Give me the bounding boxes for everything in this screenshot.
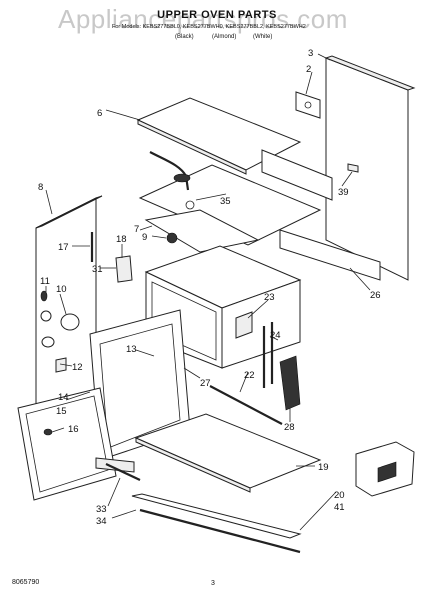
- callout-3: 3: [308, 48, 313, 59]
- callout-39: 39: [338, 187, 349, 198]
- callout-28: 28: [284, 422, 295, 433]
- part-lamp-socket: [60, 313, 80, 331]
- callout-22: 22: [244, 370, 255, 381]
- callout-41: 41: [334, 502, 345, 513]
- color-black: (Black): [175, 34, 194, 40]
- callout-6: 6: [97, 108, 102, 119]
- part-oven-cavity-side: [221, 279, 301, 369]
- part-hinge-assembly: [279, 355, 301, 411]
- model-list: For Models: KEBS277BBL0, KEBS277BWH0, KE…: [112, 24, 306, 30]
- callout-24: 24: [270, 330, 281, 341]
- callout-15: 15: [56, 406, 67, 417]
- callout-13: 13: [126, 344, 137, 355]
- door-panel-inner: [25, 395, 109, 493]
- part-bottom-edge: [135, 437, 251, 493]
- part-right-bracket-face: [377, 461, 397, 483]
- part-switch-bracket: [115, 255, 133, 283]
- callout-16: 16: [68, 424, 79, 435]
- part-lamp-cover: [41, 336, 55, 348]
- callout-12: 12: [72, 362, 83, 373]
- part-door-handle: [43, 428, 53, 436]
- part-kick-strip-lower: [139, 508, 301, 554]
- callout-34: 34: [96, 516, 107, 527]
- cable-connector: [173, 173, 191, 183]
- diagram-title: UPPER OVEN PARTS: [157, 9, 277, 21]
- part-rear-wrap: [279, 229, 381, 281]
- part-back-panel-edge: [324, 55, 416, 91]
- part-mid-plate: [144, 209, 260, 253]
- doc-number: 8065790: [12, 579, 40, 586]
- part-grommet: [166, 232, 178, 244]
- callout-31: 31: [92, 264, 103, 275]
- part-kick-strip: [131, 493, 302, 539]
- part-bracket: [295, 91, 321, 119]
- part-left-side-edge: [35, 195, 103, 229]
- part-strip: [209, 385, 283, 425]
- part-trim-strip: [105, 463, 141, 481]
- callout-9: 9: [142, 232, 147, 243]
- part-door-trim: [95, 457, 135, 473]
- door-frame-inner: [99, 323, 181, 449]
- callout-11: 11: [40, 276, 50, 287]
- part-lamp-lens: [40, 310, 52, 322]
- part-lamp-bracket: [55, 357, 67, 373]
- callout-10: 10: [56, 284, 67, 295]
- callout-2: 2: [306, 64, 311, 75]
- callout-26: 26: [370, 290, 381, 301]
- cover-hole: [185, 200, 195, 210]
- page-number: 3: [211, 580, 215, 587]
- callout-20: 20: [334, 490, 345, 501]
- part-door-panel: [17, 387, 117, 501]
- callout-7: 7: [134, 224, 139, 235]
- color-white: (White): [253, 34, 273, 40]
- callout-35: 35: [220, 196, 231, 207]
- callout-18: 18: [116, 234, 127, 245]
- part-clip: [347, 163, 359, 173]
- callout-17: 17: [58, 242, 69, 253]
- part-rear-side-panel: [261, 149, 333, 201]
- part-back-panel: [325, 57, 409, 281]
- callout-19: 19: [318, 462, 329, 473]
- part-small-sensor: [40, 290, 48, 302]
- cavity-opening: [151, 281, 217, 361]
- bracket-hole: [304, 101, 312, 109]
- part-top-panel-edge: [137, 119, 247, 175]
- watermark: Appliancepartspros.com: [58, 4, 348, 34]
- callout-14: 14: [58, 392, 69, 403]
- callout-33: 33: [96, 504, 107, 515]
- part-side-plate: [235, 311, 253, 339]
- callout-8: 8: [38, 182, 43, 193]
- callout-23: 23: [264, 292, 275, 303]
- callout-27: 27: [200, 378, 211, 389]
- color-almond: (Almond): [212, 34, 237, 40]
